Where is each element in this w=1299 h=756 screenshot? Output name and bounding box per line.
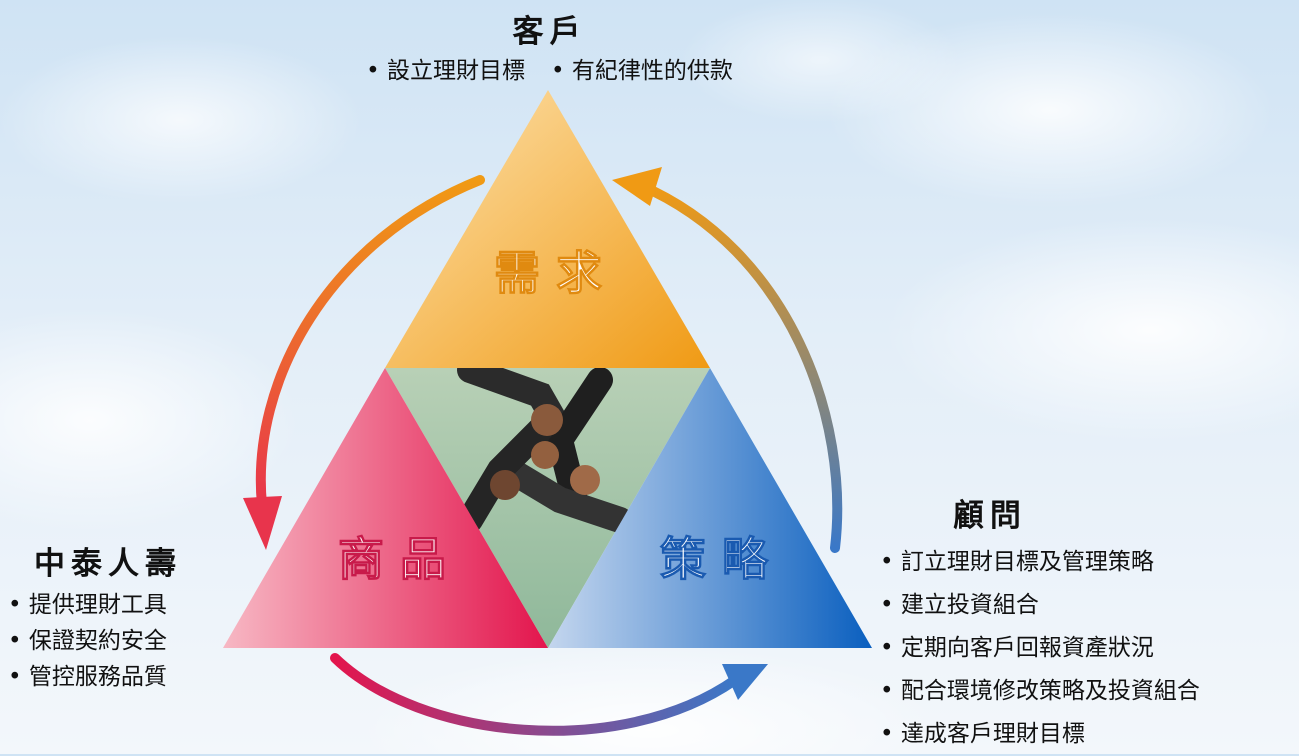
products-label: 商 品: [338, 532, 446, 586]
advisor-item: 訂立理財目標及管理策略: [880, 541, 1200, 584]
customer-title: 客戶: [512, 14, 587, 50]
arrow-head-left-icon: [243, 496, 282, 550]
center-handshake-image: [385, 357, 710, 648]
customer-list: 設立理財目標 有紀律性的供款: [0, 53, 1099, 89]
arrow-head-right-icon: [612, 167, 662, 206]
customer-block: 客戶 設立理財目標 有紀律性的供款: [0, 6, 1099, 89]
advisor-item: 定期向客戶回報資產狀況: [880, 627, 1200, 670]
arrow-head-bottom-icon: [722, 664, 768, 700]
triangle-needs: [385, 90, 710, 368]
company-title: 中泰人壽: [34, 546, 182, 582]
company-item: 提供理財工具: [8, 587, 182, 623]
triangle-strategy: [548, 368, 872, 648]
strategy-label: 策 略: [660, 532, 769, 586]
company-list: 提供理財工具 保證契約安全 管控服務品質: [8, 587, 182, 695]
triangle-products: [223, 368, 548, 648]
customer-item: 設立理財目標: [366, 53, 525, 89]
company-item: 管控服務品質: [8, 659, 182, 695]
advisor-item: 建立投資組合: [880, 584, 1200, 627]
company-item: 保證契約安全: [8, 623, 182, 659]
advisor-list: 訂立理財目標及管理策略 建立投資組合 定期向客戶回報資產狀況 配合環境修改策略及…: [880, 541, 1200, 756]
cycle-arrows: [243, 167, 843, 736]
advisor-item: 達成客戶理財目標: [880, 713, 1200, 756]
company-block: 中泰人壽 提供理財工具 保證契約安全 管控服務品質: [8, 538, 182, 695]
advisor-block: 顧問 訂立理財目標及管理策略 建立投資組合 定期向客戶回報資產狀況 配合環境修改…: [880, 490, 1200, 756]
customer-item: 有紀律性的供款: [551, 53, 733, 89]
advisor-item: 配合環境修改策略及投資組合: [880, 670, 1200, 713]
advisor-title: 顧問: [952, 498, 1027, 534]
needs-label: 需 求: [494, 246, 602, 300]
